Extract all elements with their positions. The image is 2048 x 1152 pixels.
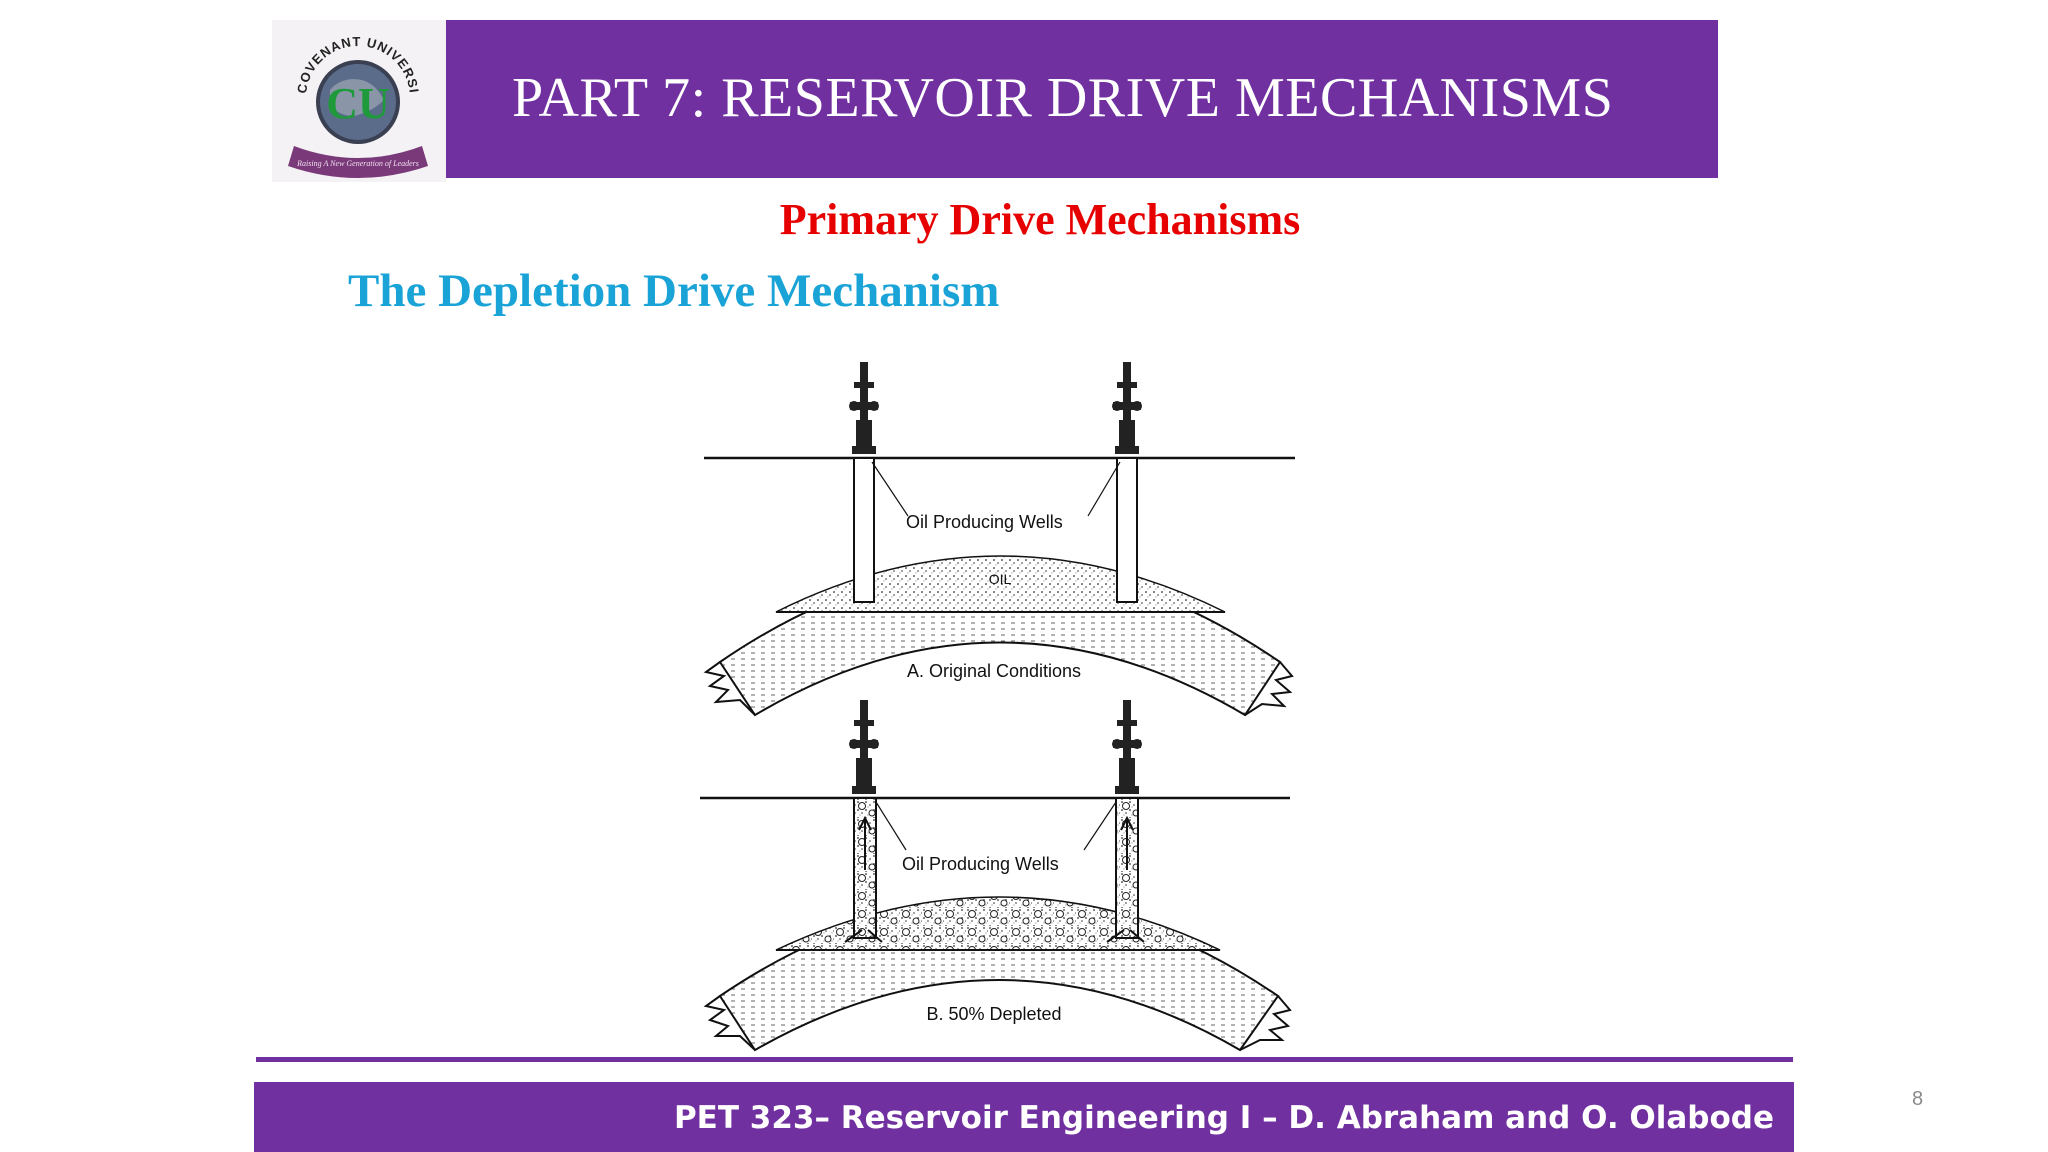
logo-ribbon-text: Raising A New Generation of Leaders <box>296 159 419 168</box>
slide-title: PART 7: RESERVOIR DRIVE MECHANISMS <box>512 67 1614 129</box>
footer-course-text: PET 323– Reservoir Engineering I – D. Ab… <box>673 1100 1774 1136</box>
university-logo: COVENANT UNIVERSITY CU Raising A New Gen… <box>267 8 446 182</box>
panel-original-conditions: Oil Producing Wells OIL A. Original Cond… <box>703 362 1295 717</box>
wellhead-left-icon <box>849 362 879 454</box>
footer-divider <box>256 1057 1793 1062</box>
wellhead-left-icon <box>849 700 879 794</box>
panel-b-wells-label: Oil Producing Wells <box>902 854 1059 874</box>
panel-a-wells-label: Oil Producing Wells <box>906 512 1063 532</box>
panel-b-caption: B. 50% Depleted <box>926 1004 1061 1024</box>
title-bar <box>446 20 1718 178</box>
footer-bar <box>254 1082 1794 1152</box>
depletion-drive-heading: The Depletion Drive Mechanism <box>348 265 1000 317</box>
wellhead-right-icon <box>1112 362 1142 454</box>
panel-a-caption: A. Original Conditions <box>907 661 1081 681</box>
logo-monogram: CU <box>326 79 390 128</box>
panel-50-percent-depleted: Oil Producing Wells B. 50% Depleted <box>700 700 1292 1052</box>
wellhead-right-icon <box>1112 700 1142 794</box>
depletion-drive-diagram: Oil Producing Wells OIL A. Original Cond… <box>680 350 1300 1056</box>
panel-a-oil-label: OIL <box>989 571 1012 587</box>
page-number: 8 <box>1912 1088 1924 1110</box>
primary-drive-heading: Primary Drive Mechanisms <box>779 195 1301 244</box>
